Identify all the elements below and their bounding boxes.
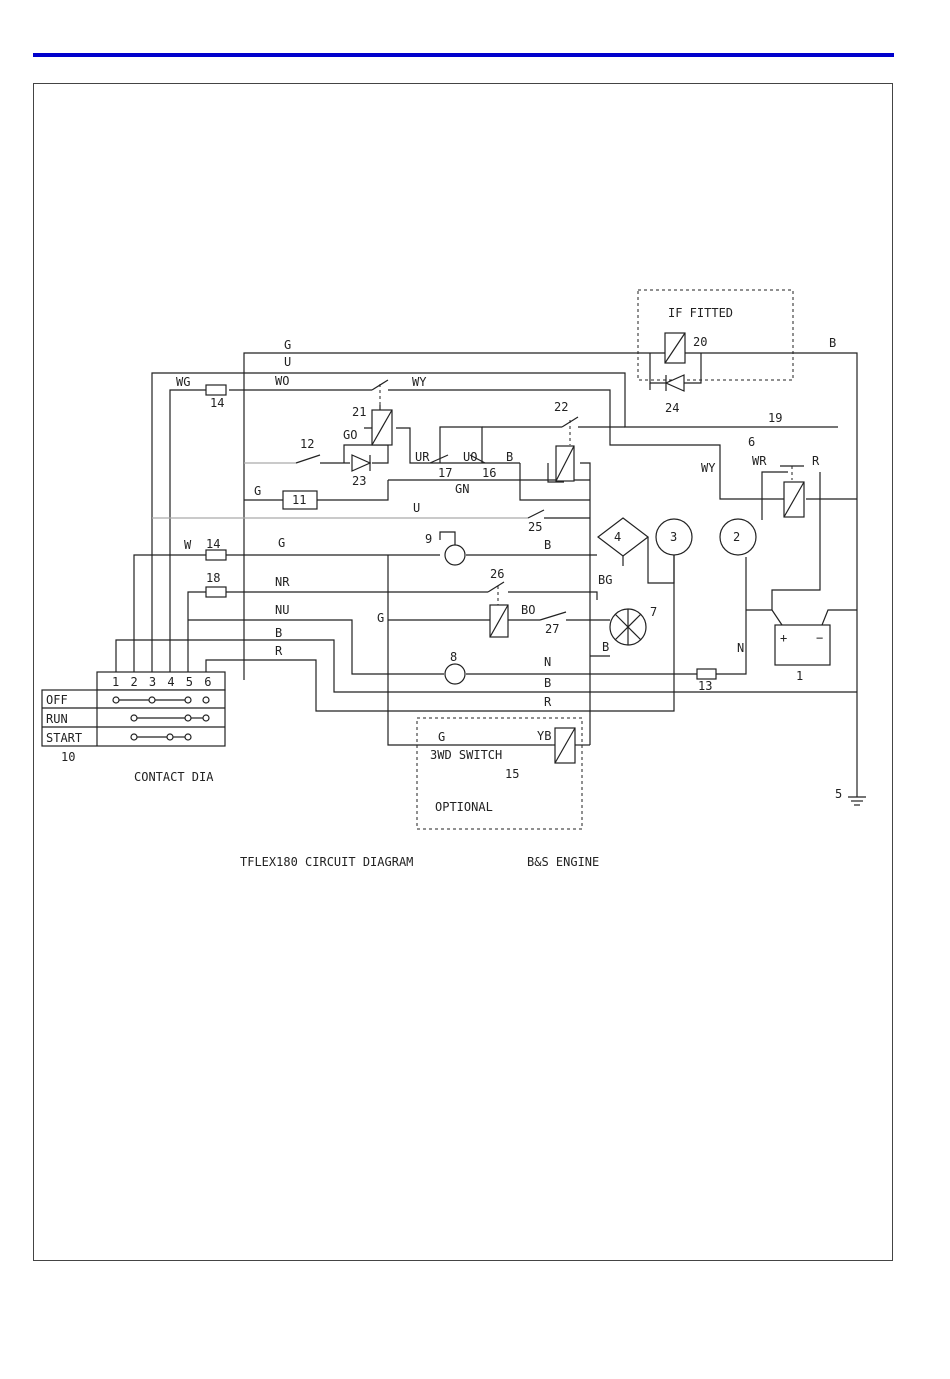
component-number: 23 [352,474,366,488]
component-number: 20 [693,335,707,349]
svg-text:−: − [816,631,823,645]
component-number: 15 [505,767,519,781]
component-number: 18 [206,571,220,585]
wire-label: UR [415,450,430,464]
wire-label: B [829,336,836,350]
wire-label: WY [412,375,427,389]
wire-label: B [544,538,551,552]
component-9 [445,545,465,565]
wire-label: B [506,450,513,464]
contact-dia-label: CONTACT DIA [134,770,214,784]
key-row-run: RUN [46,712,68,726]
component-number: 7 [650,605,657,619]
component-number: 21 [352,405,366,419]
engine-label: B&S ENGINE [527,855,599,869]
component-number: 1 [796,669,803,683]
component-number: 4 [614,530,621,544]
svg-text:+: + [780,631,787,645]
if-fitted-label: IF FITTED [668,306,733,320]
optional-label: OPTIONAL [435,800,493,814]
component-number: 9 [425,532,432,546]
key-terminals: 1 2 3 4 5 6 [112,675,213,689]
wire-label: R [812,454,820,468]
key-switch-number: 10 [61,750,75,764]
wire-label: BO [521,603,535,617]
wire-label: G [377,611,384,625]
wire-label: GN [455,482,469,496]
component-number: 14 [210,396,224,410]
wire-label: UO [463,450,477,464]
wire-label: WO [275,374,289,388]
fuse-14-mid [206,550,226,560]
fuse-14-top [206,385,226,395]
wire-label: N [544,655,551,669]
wire-label: G [254,484,261,498]
wire-label: B [602,640,609,654]
wire-label: NU [275,603,289,617]
wire-label: U [284,355,291,369]
component-number: 2 [733,530,740,544]
wire-label: N [737,641,744,655]
wire-label: R [544,695,552,709]
component-number: 6 [748,435,755,449]
component-number: 13 [698,679,712,693]
if-fitted-box [638,290,793,380]
component-number: 3 [670,530,677,544]
component-number: 16 [482,466,496,480]
component-number: 11 [292,493,306,507]
component-number: 19 [768,411,782,425]
wire-label: WY [701,461,716,475]
component-number: 12 [300,437,314,451]
wire-label: R [275,644,283,658]
switch-label: 3WD SWITCH [430,748,502,762]
key-row-start: START [46,731,82,745]
component-number: 5 [835,787,842,801]
wire-label: B [275,626,282,640]
component-8 [445,664,465,684]
diagram-title: TFLEX180 CIRCUIT DIAGRAM [240,855,413,869]
component-number: 27 [545,622,559,636]
components: + − [206,333,830,763]
rectifier-4 [598,518,648,556]
wire-label: G [438,730,445,744]
wire-label: G [278,536,285,550]
wire-label: WR [752,454,767,468]
component-number: 26 [490,567,504,581]
component-number: 8 [450,650,457,664]
component-number: 14 [206,537,220,551]
wire-label: G [284,338,291,352]
wire-label: WG [176,375,190,389]
fuse-18 [206,587,226,597]
wire-label: GO [343,428,357,442]
wire-label: B [544,676,551,690]
component-number: 24 [665,401,679,415]
key-row-off: OFF [46,693,68,707]
component-number: 22 [554,400,568,414]
wire-label: W [184,538,192,552]
fuse-13 [697,669,716,679]
wire-label: BG [598,573,612,587]
wire-label: NR [275,575,290,589]
wire-label: U [413,501,420,515]
component-number: 25 [528,520,542,534]
component-number: 17 [438,466,452,480]
wire-label: YB [537,729,551,743]
